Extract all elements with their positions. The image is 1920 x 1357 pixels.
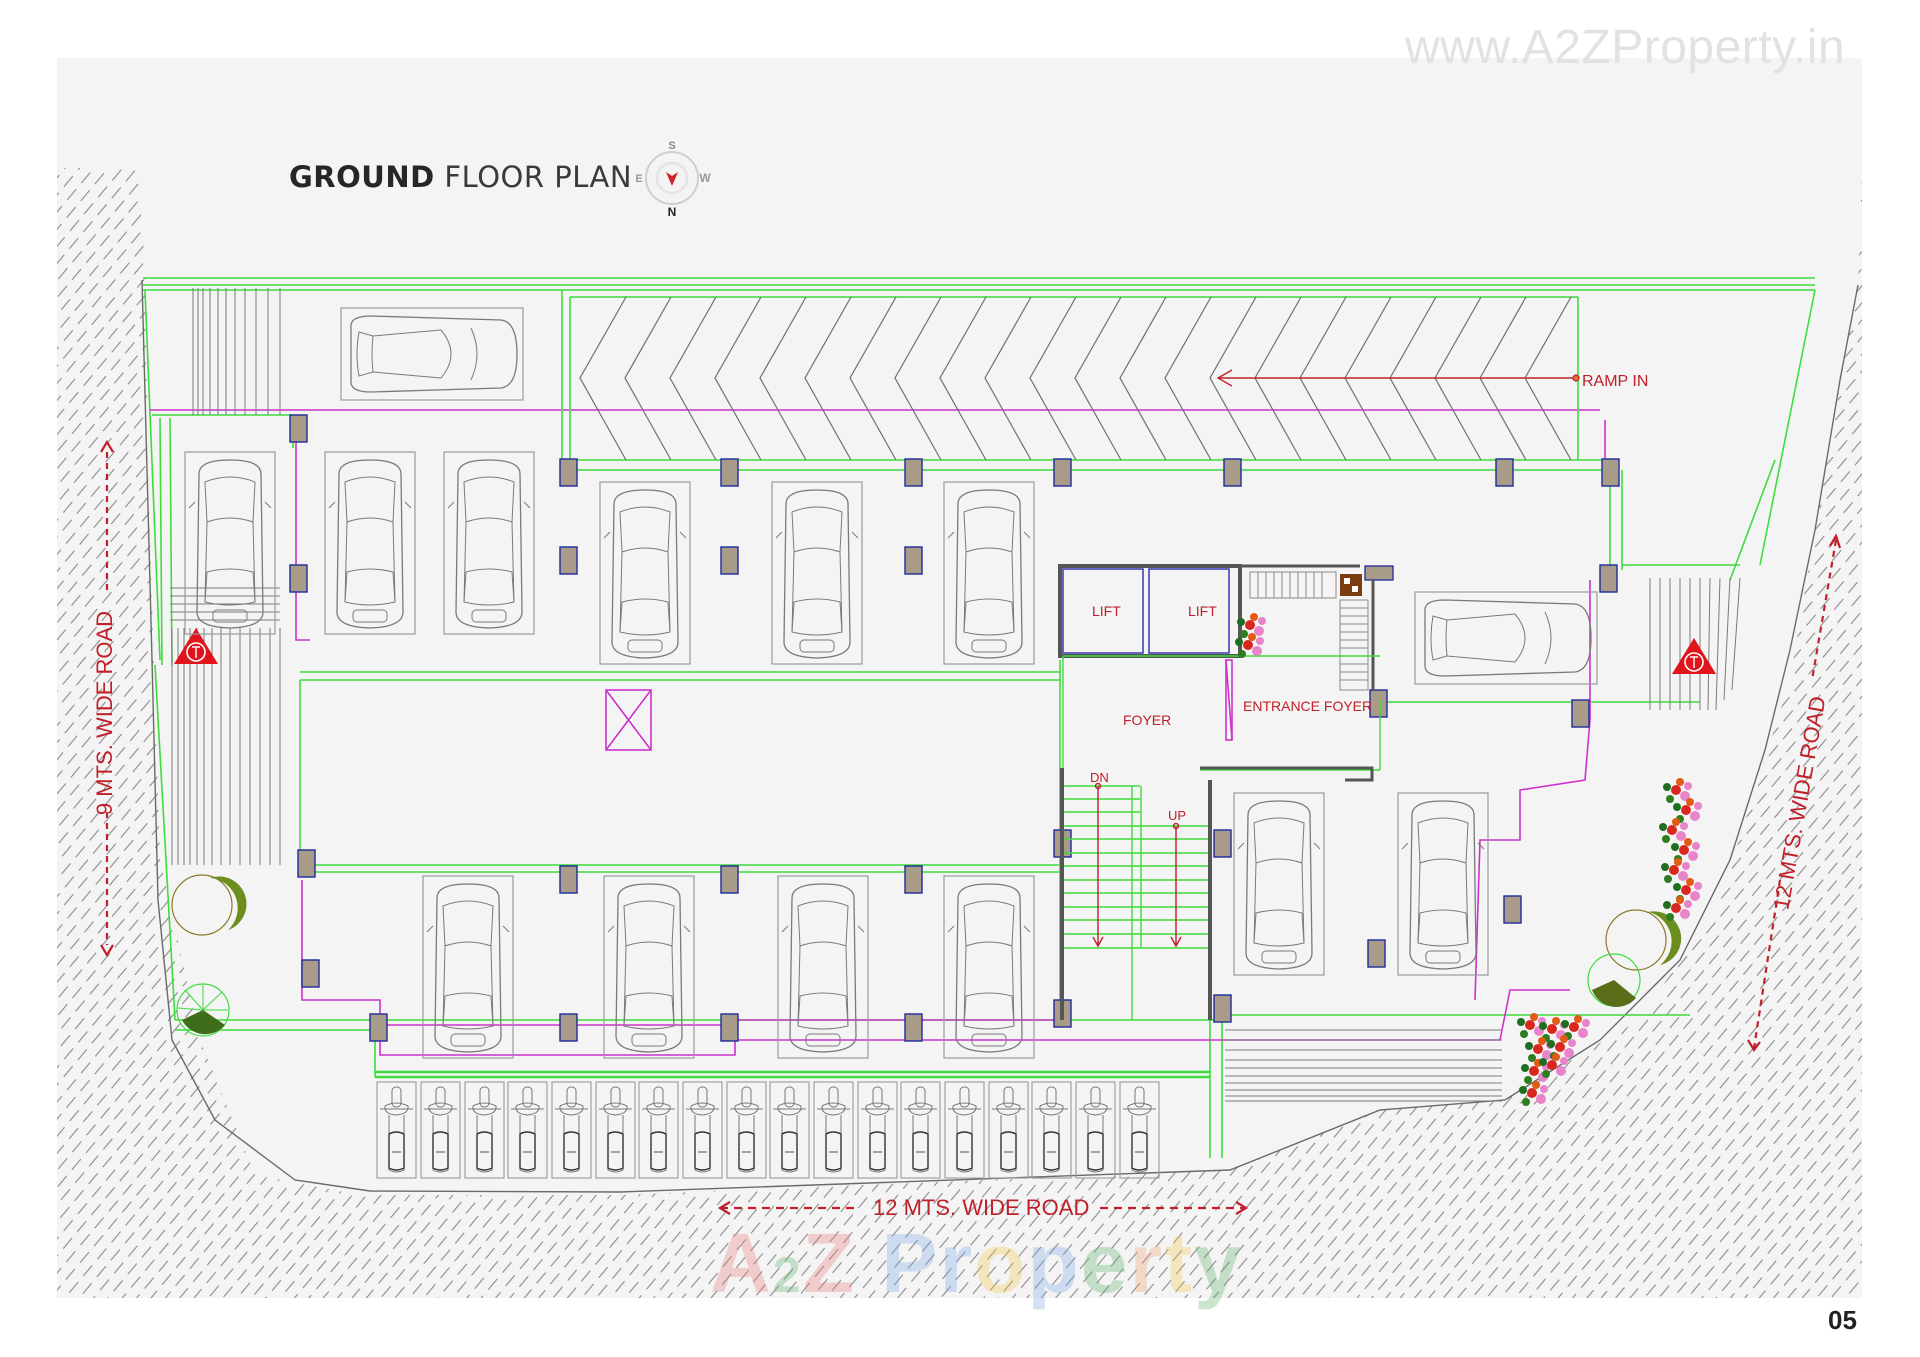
lift-1-label: LIFT (1092, 603, 1121, 619)
title-light: FLOOR PLAN (444, 160, 633, 194)
service-lines (295, 420, 1606, 1056)
compass-needle-icon (666, 172, 678, 186)
brand-letter: y (1194, 1216, 1243, 1310)
two-wheeler-parking (376, 1081, 1160, 1179)
watermark-url: www.A2ZProperty.in (1405, 21, 1846, 74)
lift-core (1058, 564, 1394, 782)
svg-text:N: N (668, 205, 677, 219)
brand-letter: A (710, 1216, 773, 1310)
brand-letter: Z (802, 1216, 857, 1310)
stair-down-label: DN (1090, 770, 1109, 785)
title-bold: GROUND (289, 160, 435, 194)
lift-2-label: LIFT (1188, 603, 1217, 619)
brand-letter: 2 (772, 1246, 803, 1303)
brand-letter: o (974, 1216, 1028, 1310)
road-hatch (57, 168, 1862, 1298)
page-title: GROUND FLOOR PLAN (289, 160, 632, 194)
brand-letter (856, 1216, 881, 1310)
ramp (579, 296, 1580, 461)
brand-letter: p (1027, 1216, 1081, 1310)
compass: S N E W (635, 140, 711, 219)
stair-up-label: UP (1168, 808, 1186, 823)
brand-letter: t (1164, 1216, 1195, 1310)
svg-text:W: W (699, 171, 711, 185)
brand-letter: e (1080, 1216, 1130, 1310)
road-dimension-arrows (100, 439, 1842, 1215)
brand-letter: r (1129, 1216, 1165, 1310)
entrance-foyer-label: ENTRANCE FOYER (1243, 698, 1372, 714)
svg-text:E: E (635, 173, 642, 185)
road-label-left: 9 MTS. WIDE ROAD (92, 610, 117, 816)
brand-letter: r (939, 1216, 975, 1310)
svg-text:S: S (668, 140, 675, 152)
brand-letter: P (881, 1216, 940, 1310)
brand-watermark: A2Z Property (710, 1215, 1243, 1312)
foyer-label: FOYER (1123, 712, 1171, 728)
structural-columns (289, 414, 1620, 1042)
ramp-in-label: RAMP IN (1582, 373, 1648, 390)
staircase (1060, 768, 1212, 1020)
page-number: 05 (1828, 1305, 1857, 1335)
landscaping (171, 778, 1702, 1106)
road-label-bottom: 12 MTS. WIDE ROAD (873, 1195, 1090, 1220)
entry-steps (170, 288, 1741, 1102)
